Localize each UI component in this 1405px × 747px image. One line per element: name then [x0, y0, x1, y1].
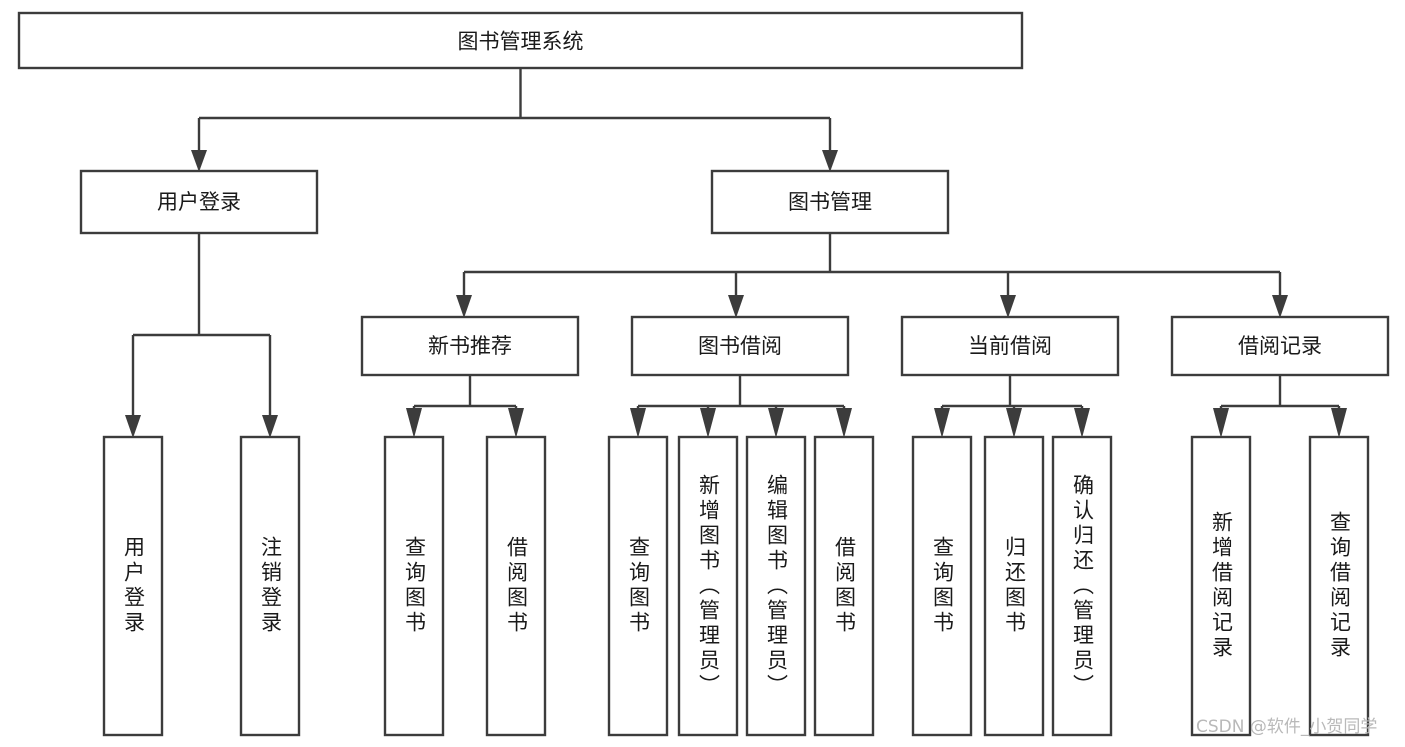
- node-new-book-recommend-rect[interactable]: [360, 315, 580, 377]
- connector-group-book-management: [456, 233, 1288, 318]
- arrowhead-current-borrow: [1000, 295, 1016, 318]
- node-root-rect[interactable]: [17, 11, 1024, 70]
- arrowhead-user-login: [191, 150, 207, 172]
- leaf-rect-group: [102, 435, 1370, 737]
- node-current-borrow[interactable]: 当前借阅: [900, 315, 1120, 377]
- arrowhead-book-borrow: [728, 295, 744, 318]
- node-new-book-recommend[interactable]: 新书推荐: [360, 315, 580, 377]
- node-leaf-edit-book-admin-rect[interactable]: [745, 435, 807, 737]
- connector-group-book-borrow: [630, 375, 852, 438]
- node-leaf-user-logout-rect[interactable]: [239, 435, 301, 737]
- node-borrow-records[interactable]: 借阅记录: [1170, 315, 1390, 377]
- node-leaf-user-login-rect[interactable]: [102, 435, 164, 737]
- connector-group-current-borrow: [934, 375, 1090, 438]
- arrowhead-leaf-borrow-book: [836, 408, 852, 438]
- node-leaf-query-borrow-record-rect[interactable]: [1308, 435, 1370, 737]
- node-leaf-borrow-book-rec-rect[interactable]: [485, 435, 547, 737]
- node-user-login-label: 用户登录: [157, 190, 241, 214]
- node-borrow-records-rect[interactable]: [1170, 315, 1390, 377]
- connector-group-borrow-records: [1213, 375, 1347, 438]
- node-book-management-rect[interactable]: [710, 169, 950, 235]
- node-leaf-query-book-current-rect[interactable]: [911, 435, 973, 737]
- arrowhead-leaf-add-borrow-record: [1213, 408, 1229, 438]
- arrowhead-leaf-edit-book-admin: [768, 408, 784, 438]
- node-new-book-recommend-label: 新书推荐: [428, 334, 512, 358]
- node-root-label: 图书管理系统: [458, 30, 584, 54]
- arrowhead-leaf-user-login: [125, 415, 141, 438]
- arrowhead-leaf-query-borrow-record: [1331, 408, 1347, 438]
- connector-group-new-book-recommend: [406, 375, 524, 438]
- node-leaf-return-book-rect[interactable]: [983, 435, 1045, 737]
- connector-group-user-login: [125, 233, 278, 438]
- node-book-borrow-rect[interactable]: [630, 315, 850, 377]
- node-book-management[interactable]: 图书管理: [710, 169, 950, 235]
- node-leaf-query-book-rec-rect[interactable]: [383, 435, 445, 737]
- node-leaf-query-book-borrow-rect[interactable]: [607, 435, 669, 737]
- arrowhead-leaf-add-book-admin: [700, 408, 716, 438]
- node-user-login[interactable]: 用户登录: [79, 169, 319, 235]
- node-leaf-add-borrow-record-rect[interactable]: [1190, 435, 1252, 737]
- connector-group-root: [191, 68, 838, 172]
- node-current-borrow-rect[interactable]: [900, 315, 1120, 377]
- node-leaf-add-book-admin-rect[interactable]: [677, 435, 739, 737]
- node-root[interactable]: 图书管理系统: [17, 11, 1024, 70]
- node-borrow-records-label: 借阅记录: [1238, 334, 1322, 358]
- arrowhead-leaf-query-book-current: [934, 408, 950, 438]
- node-user-login-rect[interactable]: [79, 169, 319, 235]
- arrowhead-leaf-query-book-rec: [406, 408, 422, 438]
- node-leaf-confirm-return-admin-rect[interactable]: [1051, 435, 1113, 737]
- arrowhead-leaf-query-book-borrow: [630, 408, 646, 438]
- arrowhead-leaf-confirm-return-admin: [1074, 408, 1090, 438]
- node-book-management-label: 图书管理: [788, 190, 872, 214]
- arrowhead-borrow-records: [1272, 295, 1288, 318]
- node-leaf-borrow-book-rect[interactable]: [813, 435, 875, 737]
- arrowhead-book-management: [822, 150, 838, 172]
- arrowhead-leaf-return-book: [1006, 408, 1022, 438]
- node-book-borrow[interactable]: 图书借阅: [630, 315, 850, 377]
- node-current-borrow-label: 当前借阅: [968, 334, 1052, 358]
- node-book-borrow-label: 图书借阅: [698, 334, 782, 358]
- arrowhead-leaf-borrow-book-rec: [508, 408, 524, 438]
- csdn-watermark: CSDN @软件_小贺同学: [1196, 717, 1377, 737]
- arrowhead-new-book-recommend: [456, 295, 472, 318]
- arrowhead-leaf-user-logout: [262, 415, 278, 438]
